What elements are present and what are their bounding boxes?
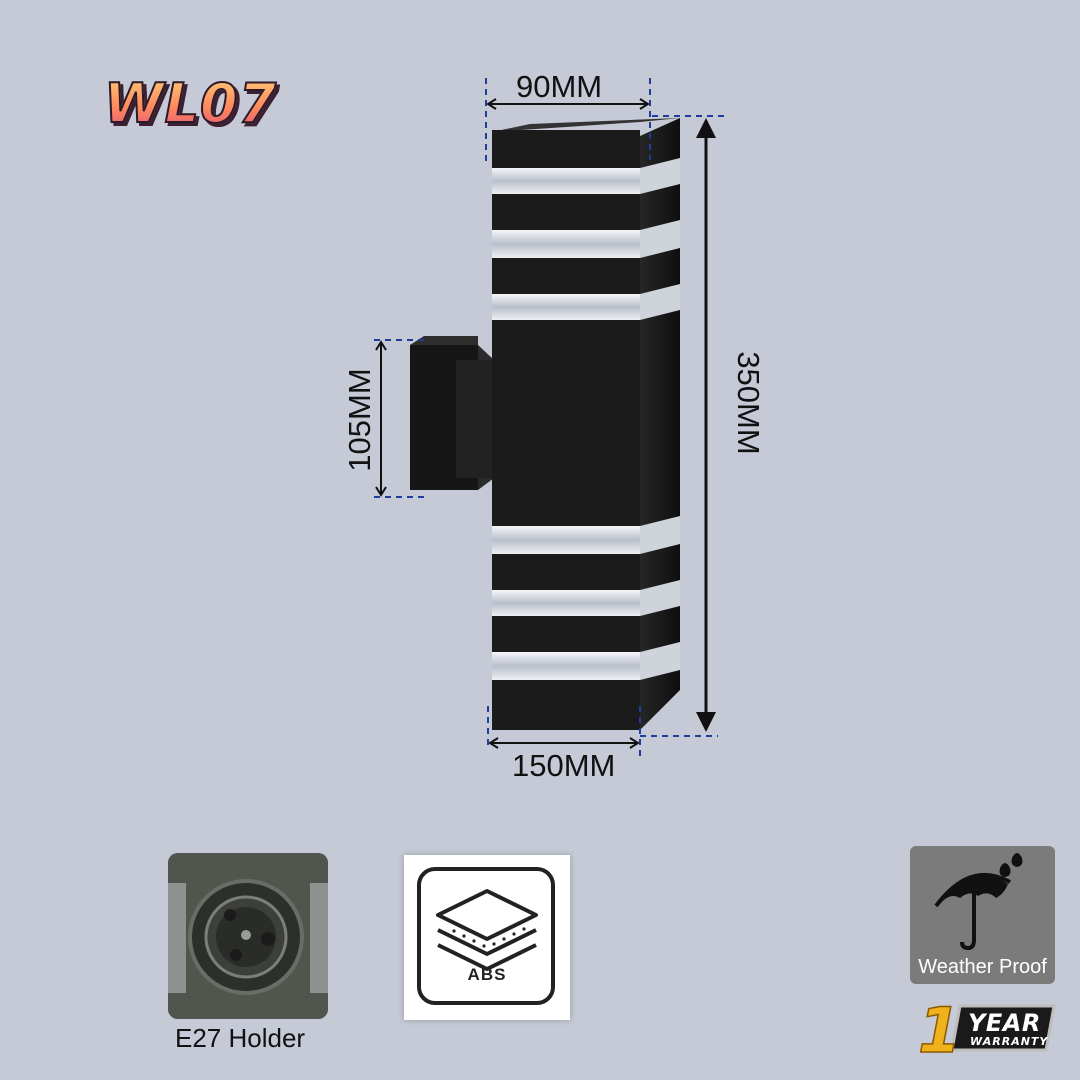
dim-top-label: 90MM	[516, 69, 603, 104]
dim-bracket-label: 105MM	[342, 368, 377, 472]
dim-bottom-label: 150MM	[512, 748, 616, 783]
dim-top-arrow	[486, 98, 650, 110]
lamp-side-face	[640, 118, 680, 730]
e27-holder-photo	[168, 853, 328, 1019]
dim-bottom-arrow	[488, 737, 640, 749]
material-layers-icon	[436, 889, 538, 971]
warranty-shape-icon: 1	[917, 996, 1056, 1060]
dim-top-guide	[485, 78, 651, 162]
abs-label: ABS	[467, 965, 507, 984]
warranty-number: 1	[918, 996, 961, 1060]
model-code: WL07	[103, 71, 278, 136]
weather-label: Weather Proof	[918, 956, 1047, 978]
umbrella-rain-icon	[934, 853, 1023, 951]
warranty-year: YEAR	[968, 1009, 1041, 1037]
dim-bracket-arrow	[375, 340, 387, 497]
dim-height-label: 350MM	[731, 351, 766, 455]
wall-bracket	[410, 336, 496, 490]
lamp-front	[492, 130, 640, 730]
warranty-badge: 1 YEAR WARRANTY	[912, 996, 1058, 1060]
dim-height-guide	[640, 115, 724, 737]
lamp-top-face	[492, 118, 680, 132]
abs-material-badge: ABS	[404, 855, 570, 1020]
glass-rings-top	[492, 158, 680, 320]
glass-rings-bottom	[492, 516, 680, 680]
dim-height-arrow	[696, 118, 716, 732]
warranty-sub: WARRANTY	[970, 1035, 1049, 1048]
abs-frame	[417, 867, 555, 1005]
weather-proof-badge: Weather Proof	[910, 846, 1055, 984]
dim-bottom-guide	[487, 706, 641, 756]
holder-label: E27 Holder	[175, 1023, 306, 1053]
dim-bracket-guide	[374, 339, 428, 498]
